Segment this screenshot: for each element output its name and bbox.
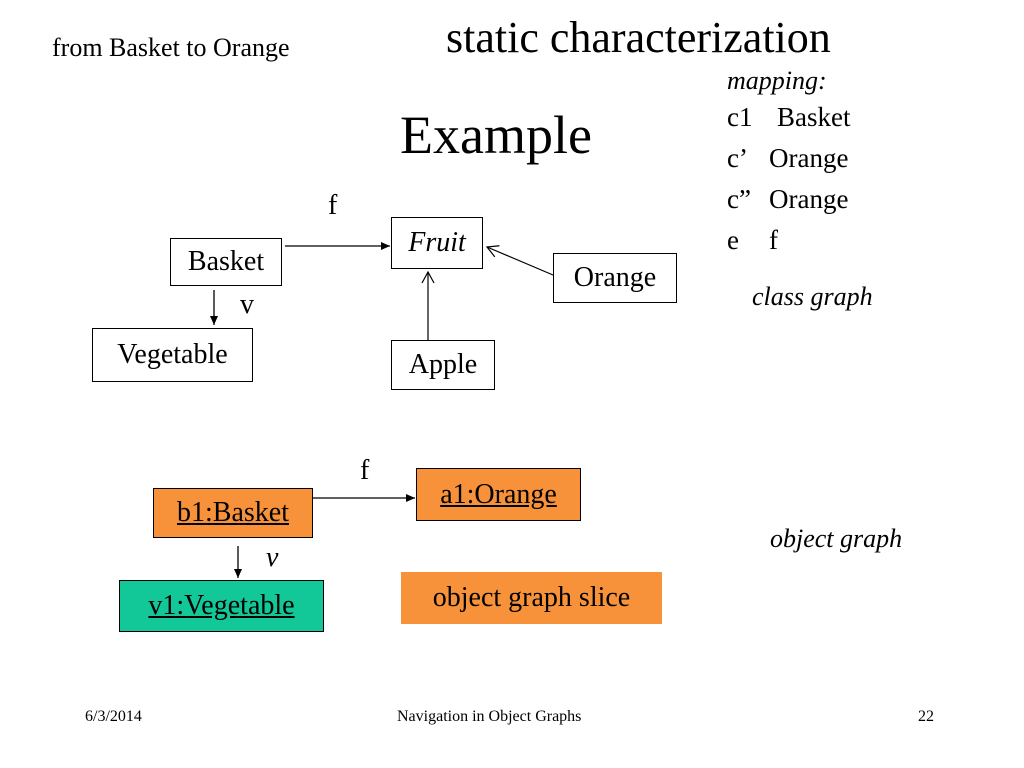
mapping-to: f: [769, 225, 778, 255]
node-b1-basket: b1:Basket: [153, 488, 313, 538]
object-graph-label: object graph: [770, 524, 903, 553]
page-number: 22: [918, 708, 934, 725]
mapping-list: c1 Basket c’ Orange c” Orange e f: [727, 102, 851, 266]
node-orange: Orange: [553, 253, 677, 303]
object-graph-slice-legend: object graph slice: [401, 572, 662, 624]
mapping-row: e f: [727, 225, 778, 266]
page-title: Example: [400, 105, 592, 165]
mapping-row: c1 Basket: [727, 102, 851, 143]
class-graph-label: class graph: [752, 282, 873, 311]
mapping-to: Basket: [777, 102, 851, 132]
edge-label-f: f: [328, 190, 338, 221]
node-fruit: Fruit: [391, 217, 483, 269]
title-top: static characterization: [446, 13, 831, 62]
node-vegetable: Vegetable: [92, 328, 253, 382]
object-edge-label-v: v: [266, 542, 279, 573]
subtitle-left: from Basket to Orange: [52, 33, 290, 62]
node-apple: Apple: [391, 340, 495, 390]
node-v1-label: v1:Vegetable: [148, 590, 295, 621]
node-basket: Basket: [170, 238, 282, 286]
node-a1-orange: a1:Orange: [416, 468, 581, 521]
footer-date: 6/3/2014: [85, 708, 142, 725]
mapping-from: e: [727, 225, 739, 255]
node-b1-label: b1:Basket: [177, 497, 289, 528]
node-a1-label: a1:Orange: [440, 478, 557, 510]
edge-label-v: v: [240, 289, 254, 320]
footer-title: Navigation in Object Graphs: [397, 708, 582, 725]
mapping-from: c1: [727, 102, 753, 132]
mapping-from: c’: [727, 143, 748, 173]
mapping-row: c” Orange: [727, 184, 848, 225]
mapping-row: c’ Orange: [727, 143, 848, 184]
mapping-heading: mapping:: [727, 66, 827, 95]
node-v1-vegetable: v1:Vegetable: [119, 580, 324, 632]
mapping-from: c”: [727, 184, 751, 214]
mapping-to: Orange: [769, 143, 849, 173]
mapping-to: Orange: [769, 184, 849, 214]
object-edge-label-f: f: [360, 455, 370, 486]
edge-orange-fruit: [485, 245, 554, 276]
